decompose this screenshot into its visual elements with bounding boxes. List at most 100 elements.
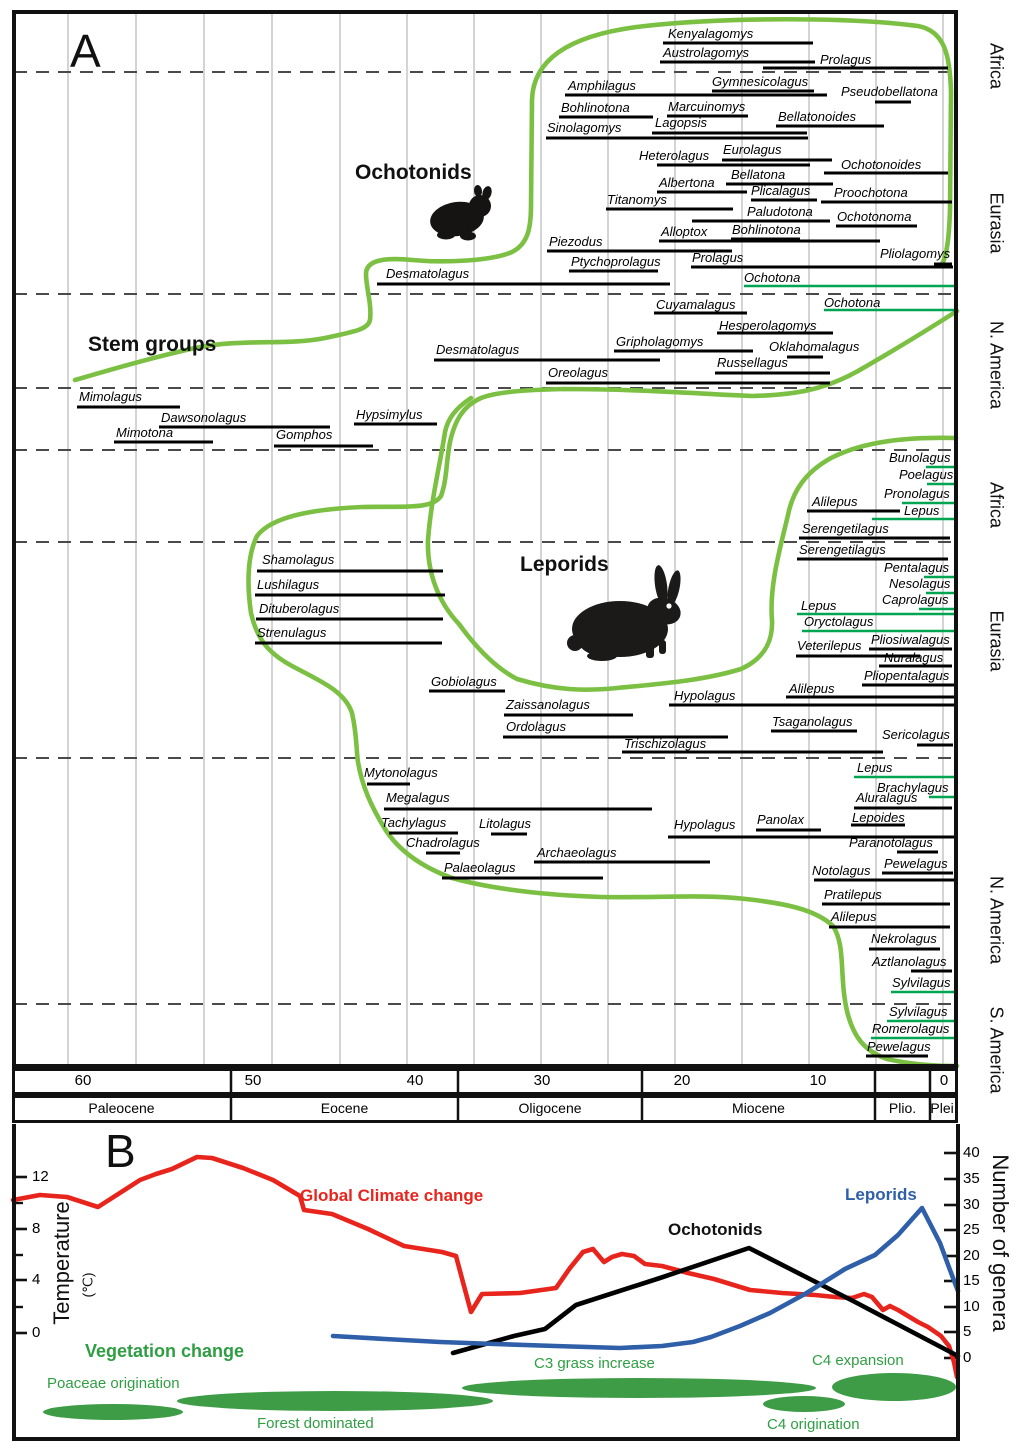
taxon-label: Bunolagus — [889, 450, 951, 465]
taxon-label: Strenulagus — [257, 625, 327, 640]
taxon-label: Mimolagus — [79, 389, 142, 404]
taxon-label: Oreolagus — [548, 365, 608, 380]
vegetation-ellipses — [43, 1373, 956, 1420]
taxon-label: Sylvilagus — [892, 975, 951, 990]
taxon-label: Caprolagus — [882, 592, 949, 607]
taxon-label: Ordolagus — [506, 719, 566, 734]
vegetation-ellipse — [832, 1373, 956, 1401]
epoch-label: Plio. — [888, 1100, 917, 1116]
group-label: Stem groups — [88, 333, 217, 356]
region-label: S. America — [986, 1006, 1007, 1094]
taxon-label: Chadrolagus — [406, 835, 480, 850]
panel-b-label: B — [105, 1125, 136, 1177]
time-tick-label: 30 — [533, 1072, 551, 1089]
gridlines — [67, 14, 944, 1066]
taxon-label: Nekrolagus — [871, 931, 937, 946]
taxon-label: Megalagus — [386, 790, 450, 805]
genera-axis-title: Number of genera — [988, 1154, 1013, 1332]
taxon-label: Gobiolagus — [431, 674, 497, 689]
taxon-label: Sinolagomys — [547, 120, 622, 135]
taxon-label: Aztlanolagus — [872, 954, 947, 969]
taxon-label: Veterilepus — [797, 638, 862, 653]
temperature-axis-unit: (℃) — [79, 1272, 96, 1298]
taxon-label: Bohlinotona — [732, 222, 801, 237]
taxon-label: Mimotona — [116, 425, 174, 440]
genera-tick-label: 5 — [963, 1323, 972, 1340]
taxon-label: Hypolagus — [674, 688, 736, 703]
rabbit-silhouette-icon — [567, 565, 681, 661]
clade-outline-curves — [72, 16, 960, 1069]
vegetation-label: C4 expansion — [812, 1352, 904, 1369]
taxon-label: Pratilepus — [824, 887, 882, 902]
vegetation-ellipse — [43, 1404, 183, 1420]
taxon-label: Oklahomalagus — [769, 339, 860, 354]
temp-tick-label: 12 — [32, 1168, 49, 1185]
time-tick-label: 20 — [673, 1072, 691, 1089]
genera-tick-label: 0 — [963, 1349, 972, 1366]
taxon-label: Prolagus — [820, 52, 872, 67]
temp-tick-label: 0 — [32, 1324, 41, 1341]
taxon-label: Lepus — [904, 503, 940, 518]
taxon-label: Poelagus — [899, 467, 954, 482]
taxon-label: Lepus — [857, 760, 893, 775]
taxon-label: Panolax — [757, 812, 804, 827]
curve-label: Leporids — [845, 1185, 917, 1204]
vegetation-label: C3 grass increase — [534, 1355, 655, 1372]
time-axis-numbers-row — [12, 1068, 958, 1095]
taxon-label: Gomphos — [276, 427, 333, 442]
pika-silhouette-icon — [430, 185, 492, 241]
taxon-label: Marcuinomys — [668, 99, 746, 114]
curve-label: Ochotonids — [668, 1220, 763, 1239]
time-tick-label: 10 — [809, 1072, 827, 1089]
climate-curve — [10, 1154, 960, 1380]
taxon-label: Alilepus — [812, 494, 858, 509]
taxon-label: Alloptox — [661, 224, 708, 239]
epoch-label: Paleocene — [88, 1100, 155, 1116]
taxon-label: Serengetilagus — [802, 521, 889, 536]
vegetation-ellipse — [763, 1396, 845, 1412]
genera-tick-label: 10 — [963, 1298, 980, 1315]
leporids-genera-curve — [330, 1205, 961, 1351]
curve-label: Global Climate change — [300, 1186, 484, 1205]
temp-tick-label: 4 — [32, 1271, 41, 1288]
ochotonids-genera-curve — [450, 1245, 961, 1359]
taxon-label: Trischizolagus — [624, 736, 707, 751]
taxon-label: Zaissanolagus — [506, 697, 590, 712]
taxon-label: Tachylagus — [381, 815, 447, 830]
region-label: N. America — [986, 875, 1007, 965]
vegetation-label: Poaceae origination — [47, 1375, 180, 1392]
taxon-label: Amphilagus — [568, 78, 636, 93]
region-label: Africa — [986, 42, 1007, 90]
time-tick-label: 0 — [939, 1072, 949, 1089]
vegetation-ellipse — [462, 1378, 816, 1398]
taxon-label: Austrolagomys — [663, 45, 749, 60]
clade-outline — [246, 308, 960, 1069]
time-tick-label: 60 — [74, 1072, 92, 1089]
vegetation-ellipse — [177, 1391, 493, 1411]
taxon-label: Romerolagus — [872, 1021, 950, 1036]
vegetation-label: C4 origination — [767, 1416, 860, 1433]
taxon-label: Palaeolagus — [444, 860, 516, 875]
genera-tick-label: 30 — [963, 1196, 980, 1213]
genera-tick-label: 15 — [963, 1272, 980, 1289]
genera-tick-label: 25 — [963, 1221, 980, 1238]
taxon-label: Hypolagus — [674, 817, 736, 832]
taxon-label: Litolagus — [479, 816, 532, 831]
taxon-label: Sylvilagus — [889, 1004, 948, 1019]
taxon-label: Ochotonoides — [841, 157, 922, 172]
taxon-label: Heterolagus — [639, 148, 710, 163]
taxon-label: Hesperolagomys — [719, 318, 817, 333]
group-label: Leporids — [520, 553, 609, 576]
taxon-label: Albertona — [659, 175, 715, 190]
taxon-label: Lagopsis — [655, 115, 708, 130]
panel-b-curves — [10, 1154, 961, 1380]
taxon-range-lines — [77, 41, 957, 1058]
panel-b-left-axis-line — [12, 1124, 16, 1440]
taxon-label: Desmatolagus — [386, 266, 470, 281]
epoch-label: Miocene — [732, 1100, 785, 1116]
taxon-label: Plicalagus — [751, 183, 811, 198]
taxon-label: Titanomys — [607, 192, 667, 207]
taxon-label: Tsaganolagus — [772, 714, 853, 729]
